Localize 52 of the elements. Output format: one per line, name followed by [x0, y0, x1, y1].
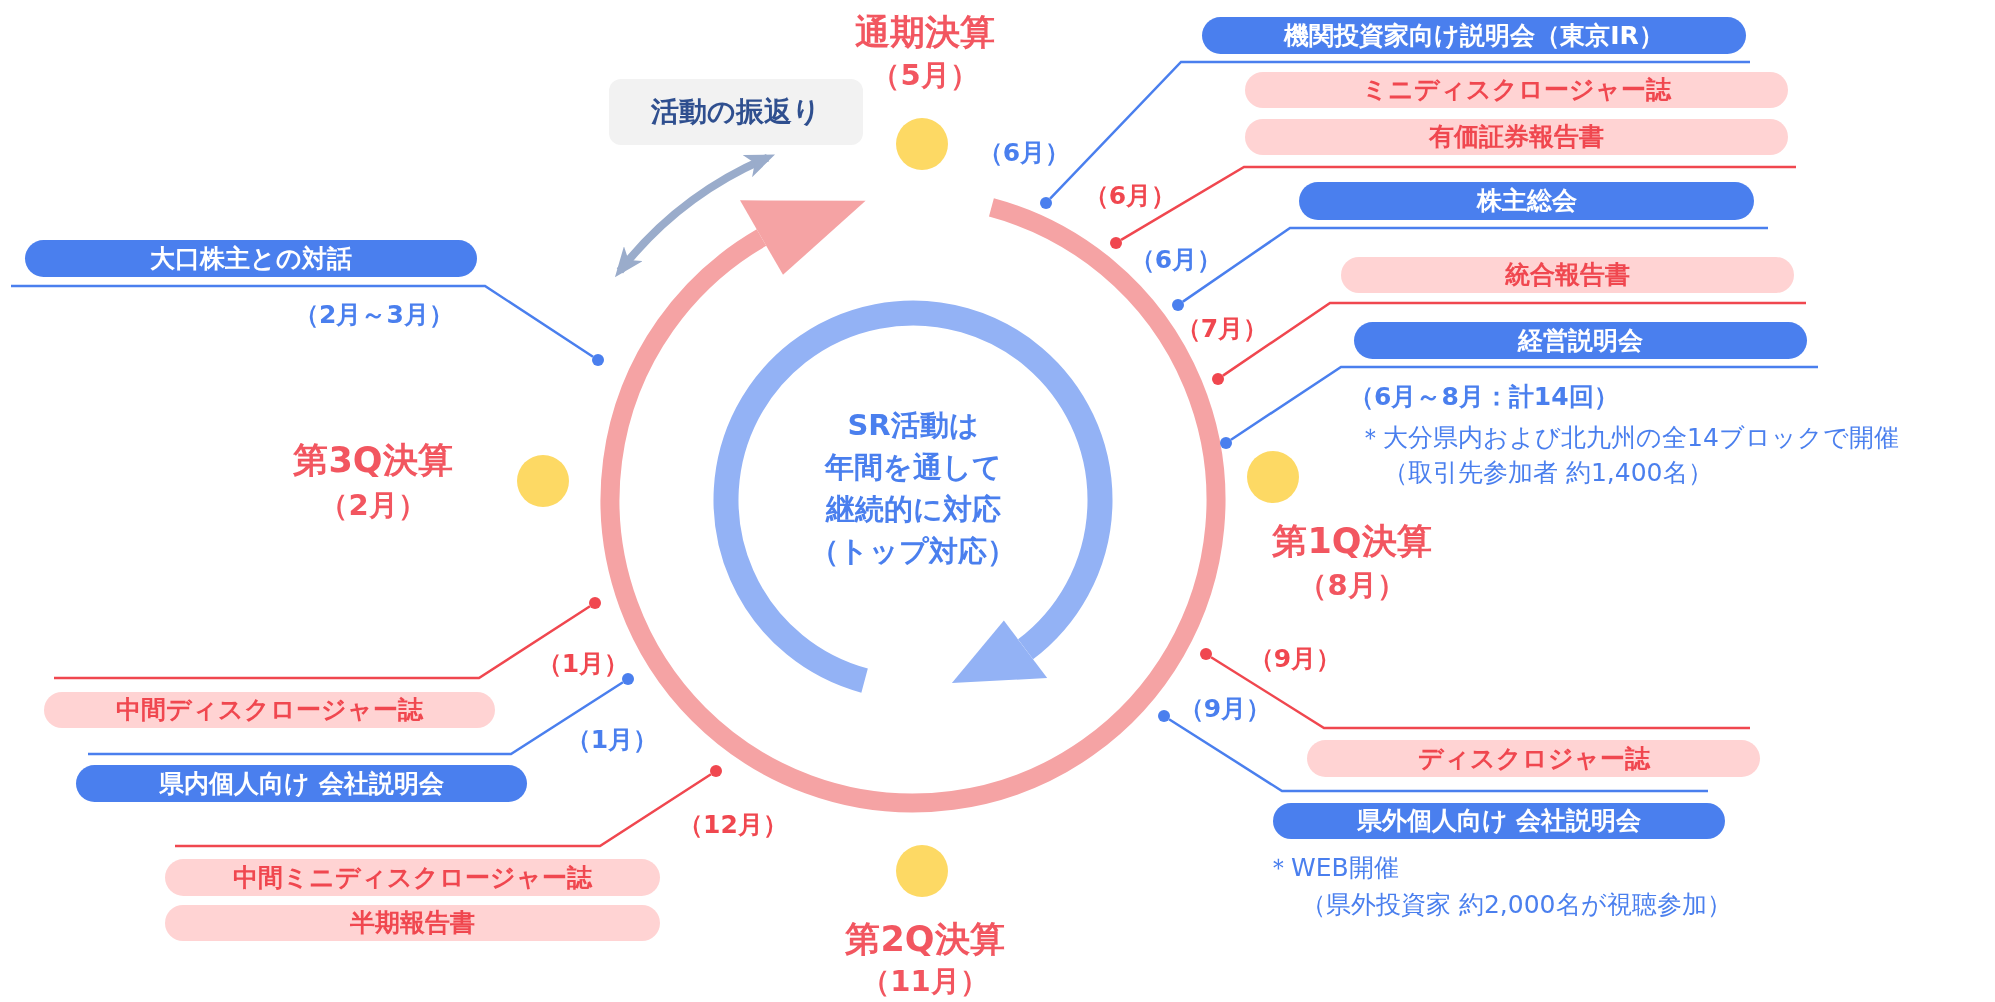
leader-line [54, 605, 591, 680]
leader-line [1182, 226, 1768, 303]
event-pill: 経営説明会 [1354, 322, 1807, 359]
quarter-month: （2月） [319, 487, 427, 525]
note-text: ＊大分県内および北九州の全14ブロックで開催 [1358, 422, 1899, 455]
quarter-heading: 第2Q決算 [845, 917, 1005, 961]
quarter-heading: 第3Q決算 [293, 438, 453, 482]
event-pill: 県内個人向け 会社説明会 [76, 765, 527, 802]
event-pill: ディスクロジャー誌 [1307, 740, 1760, 777]
review-box: 活動の振返り [609, 79, 863, 145]
center-text: 継続的に対応 [825, 491, 1001, 529]
center-text: 年間を通して [824, 449, 1002, 487]
month-label: （7月） [1175, 313, 1269, 346]
quarter-month: （5月） [871, 57, 979, 95]
leader-line [1168, 718, 1708, 793]
month-label: （9月） [1248, 643, 1342, 676]
leader-line [1120, 165, 1796, 241]
quarter-heading: 通期決算 [855, 10, 995, 54]
note-text: （取引先参加者 約1,400名） [1383, 457, 1713, 490]
month-label: （12月） [678, 809, 788, 842]
leader-line [1049, 60, 1750, 200]
event-pill: 有価証券報告書 [1245, 119, 1788, 155]
event-pill: 中間ディスクロージャー誌 [44, 692, 495, 728]
event-pill: 統合報告書 [1341, 257, 1794, 293]
month-label: （6月） [977, 137, 1071, 170]
month-label: （2月～3月） [294, 299, 454, 332]
event-pill: 大口株主との対話 [25, 240, 477, 277]
month-label: （9月） [1178, 693, 1272, 726]
quarter-month: （8月） [1298, 567, 1406, 605]
leader-line [11, 284, 594, 358]
quarter-heading: 第1Q決算 [1272, 519, 1432, 563]
month-label: （6月～8月：計14回） [1349, 381, 1619, 414]
month-label: （6月） [1129, 244, 1223, 277]
month-label: （1月） [565, 724, 659, 757]
event-pill: 半期報告書 [165, 905, 660, 941]
event-pill: 機関投資家向け説明会（東京IR） [1202, 17, 1746, 54]
note-text: ＊WEB開催 [1266, 852, 1399, 885]
event-pill: ミニディスクロージャー誌 [1245, 72, 1788, 108]
month-label: （1月） [536, 648, 630, 681]
event-pill: 中間ミニディスクロージャー誌 [165, 859, 660, 896]
leader-line [175, 773, 712, 848]
quarter-month: （11月） [861, 963, 989, 1001]
event-pill: 株主総会 [1299, 182, 1754, 220]
note-text: （県外投資家 約2,000名が視聴参加） [1301, 889, 1732, 922]
leader-line [1222, 301, 1806, 377]
center-text: （トップ対応） [810, 533, 1016, 571]
center-text: SR活動は [847, 407, 979, 445]
event-pill: 県外個人向け 会社説明会 [1273, 803, 1725, 839]
month-label: （6月） [1083, 180, 1177, 213]
leader-line [1230, 365, 1818, 441]
leader-line [1210, 656, 1750, 730]
leader-line [88, 681, 624, 756]
